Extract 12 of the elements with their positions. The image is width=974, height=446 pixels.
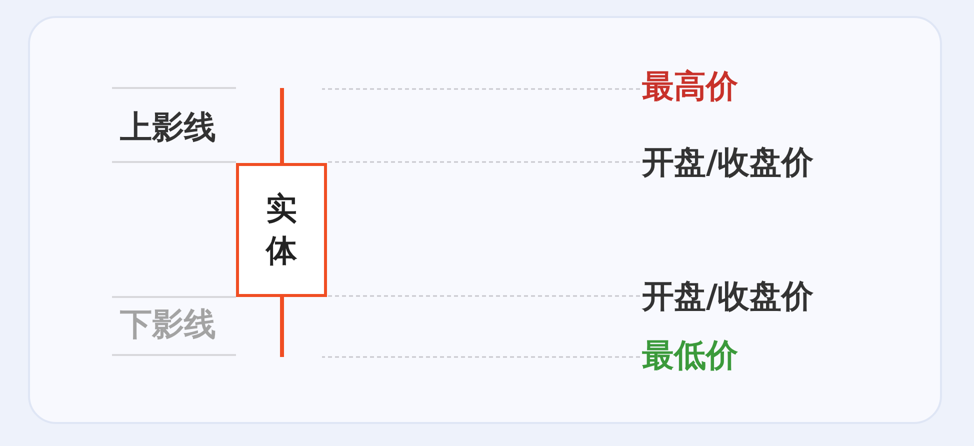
price-label: 开盘/收盘价 [642,146,814,178]
price-label: 最高价 [642,70,738,102]
candle-body [236,163,327,297]
price-label: 开盘/收盘价 [642,280,814,312]
leader-line [322,356,640,358]
wick-label: 下影线 [120,308,216,340]
wick-label: 上影线 [120,111,216,143]
body-label: 实体 [266,190,298,271]
price-label: 最低价 [642,339,738,371]
leader-line [322,88,640,90]
leader-line [328,161,640,163]
leader-line [328,295,640,297]
